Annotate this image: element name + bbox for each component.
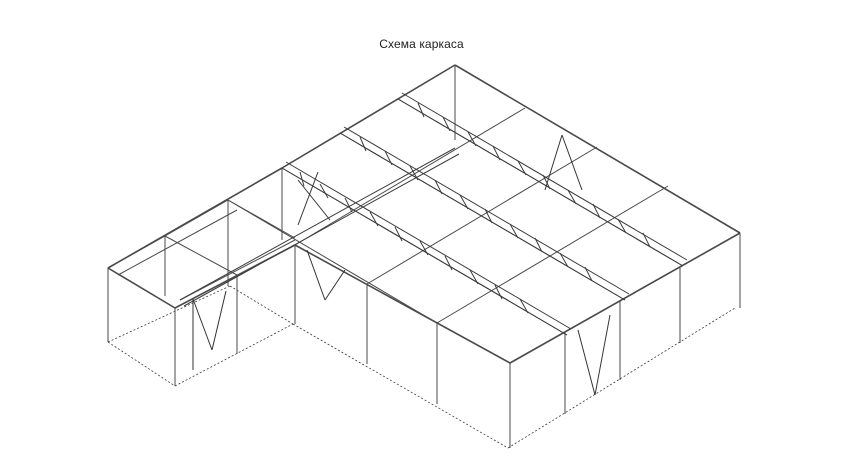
roof-truss-1	[281, 161, 572, 336]
frame-base-outline	[107, 285, 736, 449]
frame-roof-grid	[227, 64, 741, 336]
roof-truss-3	[397, 92, 688, 267]
frame-bracing	[192, 134, 611, 396]
crossbeam-left-wing	[179, 147, 460, 307]
roof-truss-2	[339, 126, 630, 301]
frame-left-wing-beams	[107, 199, 296, 301]
diagram-title: Схема каркаса	[379, 37, 464, 51]
frame-columns	[107, 65, 741, 448]
